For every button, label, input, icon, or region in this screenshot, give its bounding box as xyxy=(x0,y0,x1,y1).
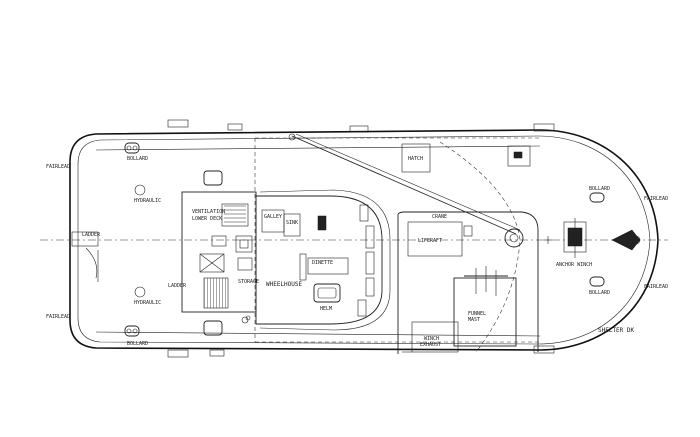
fairlead-label: FAIRLEAD xyxy=(644,284,668,290)
storage-label: STORAGE xyxy=(238,279,259,285)
ladder-label: LADDER xyxy=(168,283,187,289)
misc-markers xyxy=(245,236,552,321)
lower-deck-label: LOWER DECK xyxy=(192,216,222,222)
aft-deckhouse: VENTILATION LOWER DECK LADDER STORAGE xyxy=(168,191,259,324)
vent-label: HYDRAULIC xyxy=(134,300,161,306)
fairlead-label: FAIRLEAD xyxy=(644,196,668,202)
wheelhouse: GALLEY SINK DINETTE WHEELHOUSE HELM xyxy=(255,189,391,331)
hatch-label: HATCH xyxy=(408,156,423,162)
bollard-label: BOLLARD xyxy=(589,290,610,296)
galley-label: GALLEY xyxy=(264,214,282,220)
bollard-label: BOLLARD xyxy=(127,341,148,347)
deck-dashed-outline xyxy=(254,137,540,343)
stbd-bulwark xyxy=(95,331,541,337)
aft-deck-vents: HYDRAULIC HYDRAULIC xyxy=(134,184,161,306)
mid-deck-enclosure: EXHAUST FUNNEL MAST xyxy=(397,211,539,354)
crane-label: CRANE xyxy=(432,214,447,220)
exhaust-label: EXHAUST xyxy=(420,342,441,348)
bollard-aft-port: BOLLARD xyxy=(124,142,148,162)
sink-label: SINK xyxy=(286,220,298,226)
ladder-hatch xyxy=(203,277,229,309)
shelter-deck-label: SHELTER DK xyxy=(598,327,635,334)
bollard-label: BOLLARD xyxy=(127,156,148,162)
port-bulwark xyxy=(95,145,541,151)
bollard-label: BOLLARD xyxy=(589,186,610,192)
crane-boom: CRANE xyxy=(288,133,524,248)
transom-label: LADDER xyxy=(82,232,101,238)
crane-swing-arc xyxy=(439,141,521,353)
bollard-fwd-port: BOLLARD xyxy=(589,186,610,203)
hull-outline xyxy=(69,129,659,351)
dinette-label: DINETTE xyxy=(312,260,333,266)
vent-label: HYDRAULIC xyxy=(134,198,161,204)
anchor-winch-label: ANCHOR WINCH xyxy=(556,262,592,268)
fairlead-label: FAIRLEAD xyxy=(46,164,70,170)
bollard-fwd-stbd: BOLLARD xyxy=(589,276,610,296)
fairlead-markers: FAIRLEAD FAIRLEAD FAIRLEAD FAIRLEAD xyxy=(46,119,668,358)
liferaft-label: LIFERAFT xyxy=(418,238,442,244)
winch-label: WINCH xyxy=(424,336,439,342)
ventilation-label: VENTILATION xyxy=(192,209,225,215)
aft-hatches xyxy=(203,170,223,336)
mast-label: MAST xyxy=(468,317,480,323)
fwd-hatches: HATCH LIFERAFT xyxy=(401,143,531,257)
funnel-label: FUNNEL xyxy=(468,311,486,317)
wheelhouse-label: WHEELHOUSE xyxy=(266,281,303,288)
anchor-winch: ANCHOR WINCH xyxy=(556,218,592,268)
bollard-aft-stbd: BOLLARD xyxy=(124,325,148,347)
fairlead-label: FAIRLEAD xyxy=(46,314,70,320)
transom-step: LADDER xyxy=(71,231,101,282)
helm-label: HELM xyxy=(320,306,332,312)
bow-fitting xyxy=(611,229,641,251)
